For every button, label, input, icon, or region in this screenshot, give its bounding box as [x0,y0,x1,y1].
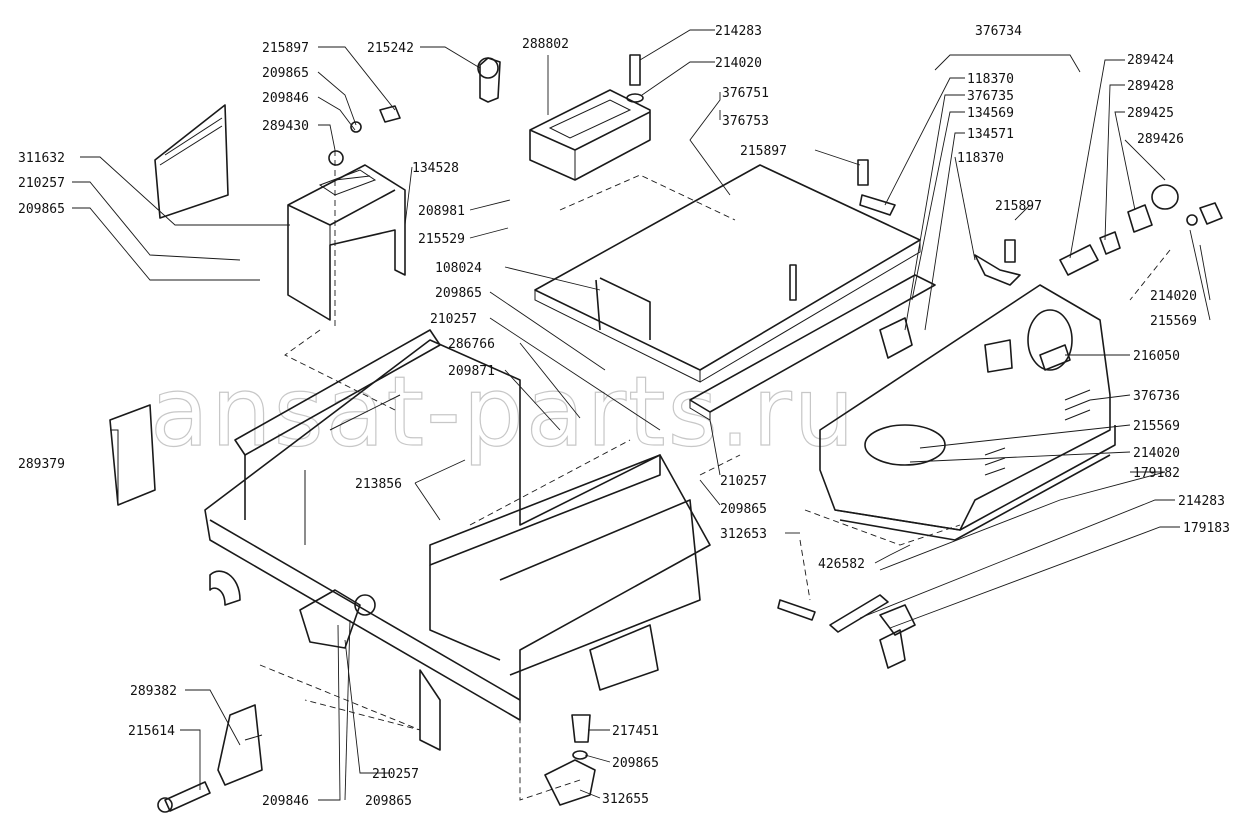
part-label: 209865 [435,286,482,301]
part-label: 289430 [262,119,309,134]
part-label: 179182 [1133,466,1180,481]
bracket-housing-134528 [287,105,406,321]
leader-lines [72,29,1211,801]
part-label: 134569 [967,106,1014,121]
part-label: 210257 [720,474,767,489]
part-label: 209865 [365,794,412,809]
right-small-parts [1039,184,1223,371]
part-label: 209846 [262,794,309,809]
part-label: 289424 [1127,53,1174,68]
part-label: 118370 [967,72,1014,87]
floor-plate-376751 [534,159,921,383]
part-label: 208981 [418,204,465,219]
right-housing-376736 [819,239,1116,541]
part-label: 214020 [715,56,762,71]
part-label: 376735 [967,89,1014,104]
part-label: 288802 [522,37,569,52]
part-label: 289426 [1137,132,1184,147]
handle-part-288802 [477,54,651,181]
part-label: 311632 [18,151,65,166]
part-label: 213856 [355,477,402,492]
part-label: 215569 [1150,314,1197,329]
part-label: 134528 [412,161,459,176]
bottom-bracket-289382 [157,704,263,813]
part-label: 312655 [602,792,649,807]
part-label: 289379 [18,457,65,472]
part-label: 426582 [818,557,865,572]
left-panel-289379 [109,404,156,506]
part-label: 217451 [612,724,659,739]
part-label: 209846 [262,91,309,106]
part-label: 289425 [1127,106,1174,121]
part-label: 210257 [430,312,477,327]
part-label: 289382 [130,684,177,699]
part-label: 376734 [975,24,1022,39]
part-label: 215897 [740,144,787,159]
part-label: 118370 [957,151,1004,166]
part-label: 289428 [1127,79,1174,94]
part-label: 215529 [418,232,465,247]
part-label: 209871 [448,364,495,379]
part-label: 209865 [262,66,309,81]
part-label: 209865 [720,502,767,517]
cover-panel-311632 [154,104,229,219]
part-label: 215614 [128,724,175,739]
part-label: 214283 [715,24,762,39]
part-label: 209865 [18,202,65,217]
part-label: 376751 [722,86,769,101]
part-label: 215897 [995,199,1042,214]
part-label: 376753 [722,114,769,129]
part-label: 215897 [262,41,309,56]
part-label: 209865 [612,756,659,771]
part-label: 214020 [1150,289,1197,304]
part-label: 312653 [720,527,767,542]
part-label: 214020 [1133,446,1180,461]
assembly-dashed-lines [259,150,1171,801]
part-label: 286766 [448,337,495,352]
part-label: 210257 [18,176,65,191]
bottom-clamp-parts [544,714,596,806]
part-label: 134571 [967,127,1014,142]
part-label: 214283 [1178,494,1225,509]
part-label: 216050 [1133,349,1180,364]
pin-parts [777,594,916,669]
part-labels: 215897 215242 288802 214283 214020 37673… [18,24,1230,809]
main-chassis-frame [204,329,711,751]
rail-bar-134569 [689,274,936,421]
part-label: 210257 [372,767,419,782]
part-label: 215569 [1133,419,1180,434]
part-label: 179183 [1183,521,1230,536]
part-label: 215242 [367,41,414,56]
part-label: 376736 [1133,389,1180,404]
part-label: 108024 [435,261,482,276]
